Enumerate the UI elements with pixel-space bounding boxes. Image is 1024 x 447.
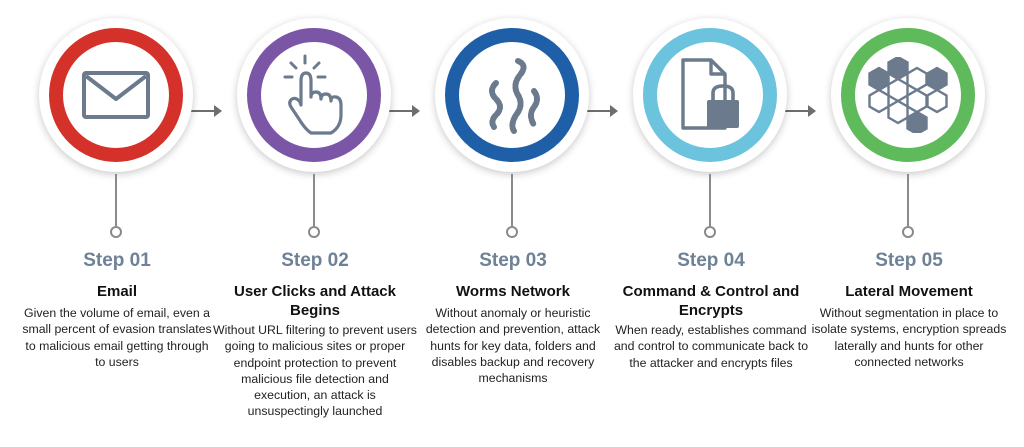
- step-5-circle: [831, 18, 985, 172]
- step-3-circle: [435, 18, 589, 172]
- step-2-ring: [247, 28, 381, 162]
- step-1-title: Email: [96, 283, 138, 300]
- pointing-hand-icon: [283, 54, 343, 135]
- step-3-number: Step 03: [479, 250, 547, 271]
- hexagon-network-icon: [868, 57, 948, 133]
- worms-icon: [489, 58, 540, 134]
- step-5-stem: [907, 174, 909, 226]
- step-1-stem-dot: [110, 226, 122, 238]
- step-4-title: Command & Control and Encrypts: [622, 283, 800, 319]
- step-1-number: Step 01: [83, 250, 151, 271]
- step-2-number: Step 02: [281, 250, 349, 271]
- step-4-number: Step 04: [677, 250, 745, 271]
- step-5-description: Without segmentation in place to isolate…: [811, 306, 1007, 369]
- step-3-stem: [511, 174, 513, 226]
- step-1-ring: [49, 28, 183, 162]
- envelope-icon: [82, 71, 150, 119]
- step-2-title: User Clicks and Attack Begins: [233, 283, 396, 319]
- step-4-description: When ready, establishes command and cont…: [613, 323, 809, 370]
- step-2-stem: [313, 174, 315, 226]
- step-3-ring: [445, 28, 579, 162]
- step-2-description: Without URL filtering to prevent users g…: [213, 323, 417, 419]
- step-4-stem: [709, 174, 711, 226]
- step-2-circle: [237, 18, 391, 172]
- step-2-stem-dot: [308, 226, 320, 238]
- step-1-description: Given the volume of email, even a small …: [22, 306, 212, 369]
- step-3-stem-dot: [506, 226, 518, 238]
- step-3-title: Worms Network: [456, 283, 570, 300]
- step-1-circle: [39, 18, 193, 172]
- step-4-stem-dot: [704, 226, 716, 238]
- step-5-title: Lateral Movement: [845, 283, 973, 300]
- locked-file-icon: [681, 58, 739, 130]
- step-5-ring: [841, 28, 975, 162]
- step-5-stem-dot: [902, 226, 914, 238]
- step-3-description: Without anomaly or heuristic detection a…: [425, 306, 601, 386]
- step-4-ring: [643, 28, 777, 162]
- step-5-number: Step 05: [875, 250, 943, 271]
- step-4-circle: [633, 18, 787, 172]
- step-1-stem: [115, 174, 117, 226]
